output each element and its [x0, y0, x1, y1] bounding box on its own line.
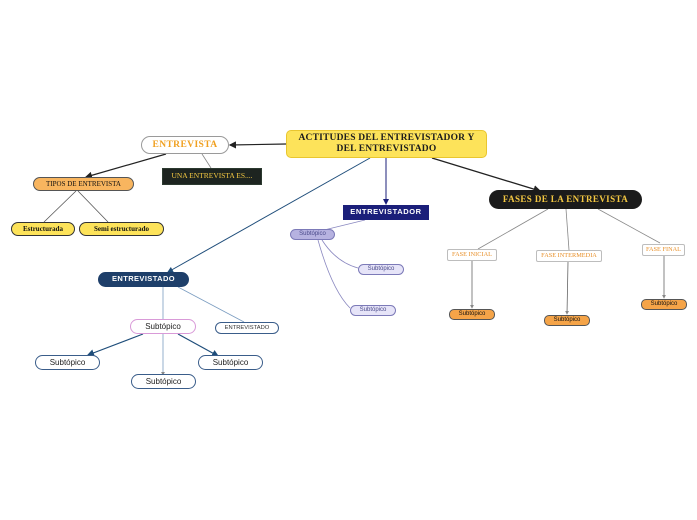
entrevistado-main-subtopic[interactable]: Subtópico	[130, 319, 196, 334]
entrevistador-subtopic-2[interactable]: Subtópico	[358, 264, 404, 275]
entrevistador-subtopic-1[interactable]: Subtópico	[290, 229, 335, 240]
edge-root-entrevista	[228, 141, 287, 149]
phase-inicial-subtopic[interactable]: Subtópico	[449, 309, 495, 320]
edge-intermedia-sub	[565, 261, 570, 315]
topic-tipos-de-entrevista[interactable]: TIPOS DE ENTREVISTA	[33, 177, 134, 191]
phase-intermedia-subtopic[interactable]: Subtópico	[544, 315, 590, 326]
entrevistado-side-label[interactable]: ENTREVISTADO	[215, 322, 279, 334]
topic-semi-estructurado[interactable]: Semi estructurado	[79, 222, 164, 236]
topic-fases-de-la-entrevista[interactable]: FASES DE LA ENTREVISTA	[489, 190, 642, 209]
edge-entrevista-tipos	[84, 153, 167, 179]
edge-main-left	[86, 333, 144, 357]
edge-tipos-estructurada	[43, 190, 77, 223]
edge-entrevistado-side	[177, 286, 245, 323]
entrevistado-subtopic-right[interactable]: Subtópico	[198, 355, 263, 370]
edge-sub1-sub2	[321, 239, 359, 269]
topic-entrevista-definition[interactable]: UNA ENTREVISTA ES....	[162, 168, 262, 185]
edge-fases-final	[597, 208, 661, 244]
edge-entrevista-definition	[201, 153, 212, 169]
edge-sub1-sub3	[317, 239, 351, 309]
edge-fases-intermedia	[565, 208, 570, 251]
entrevistado-subtopic-bottom[interactable]: Subtópico	[131, 374, 196, 389]
entrevistador-subtopic-3[interactable]: Subtópico	[350, 305, 396, 316]
topic-entrevista[interactable]: ENTREVISTA	[141, 136, 229, 154]
topic-entrevistado[interactable]: ENTREVISTADO	[98, 272, 189, 287]
edge-fases-inicial	[477, 208, 549, 250]
phase-inicial[interactable]: FASE INICIAL	[447, 249, 497, 261]
edge-main-right	[177, 333, 220, 357]
phase-final[interactable]: FASE FINAL	[642, 244, 685, 256]
edge-tipos-semi	[77, 190, 109, 223]
edge-root-fases	[431, 157, 542, 193]
edge-root-entrevistado	[167, 157, 371, 273]
root-topic[interactable]: ACTITUDES DEL ENTREVISTADOR Y DEL ENTREV…	[286, 130, 487, 158]
topic-entrevistador[interactable]: ENTREVISTADOR	[343, 205, 429, 220]
topic-estructurada[interactable]: Estructurada	[11, 222, 75, 236]
phase-final-subtopic[interactable]: Subtópico	[641, 299, 687, 310]
phase-intermedia[interactable]: FASE INTERMEDIA	[536, 250, 602, 262]
entrevistado-subtopic-left[interactable]: Subtópico	[35, 355, 100, 370]
